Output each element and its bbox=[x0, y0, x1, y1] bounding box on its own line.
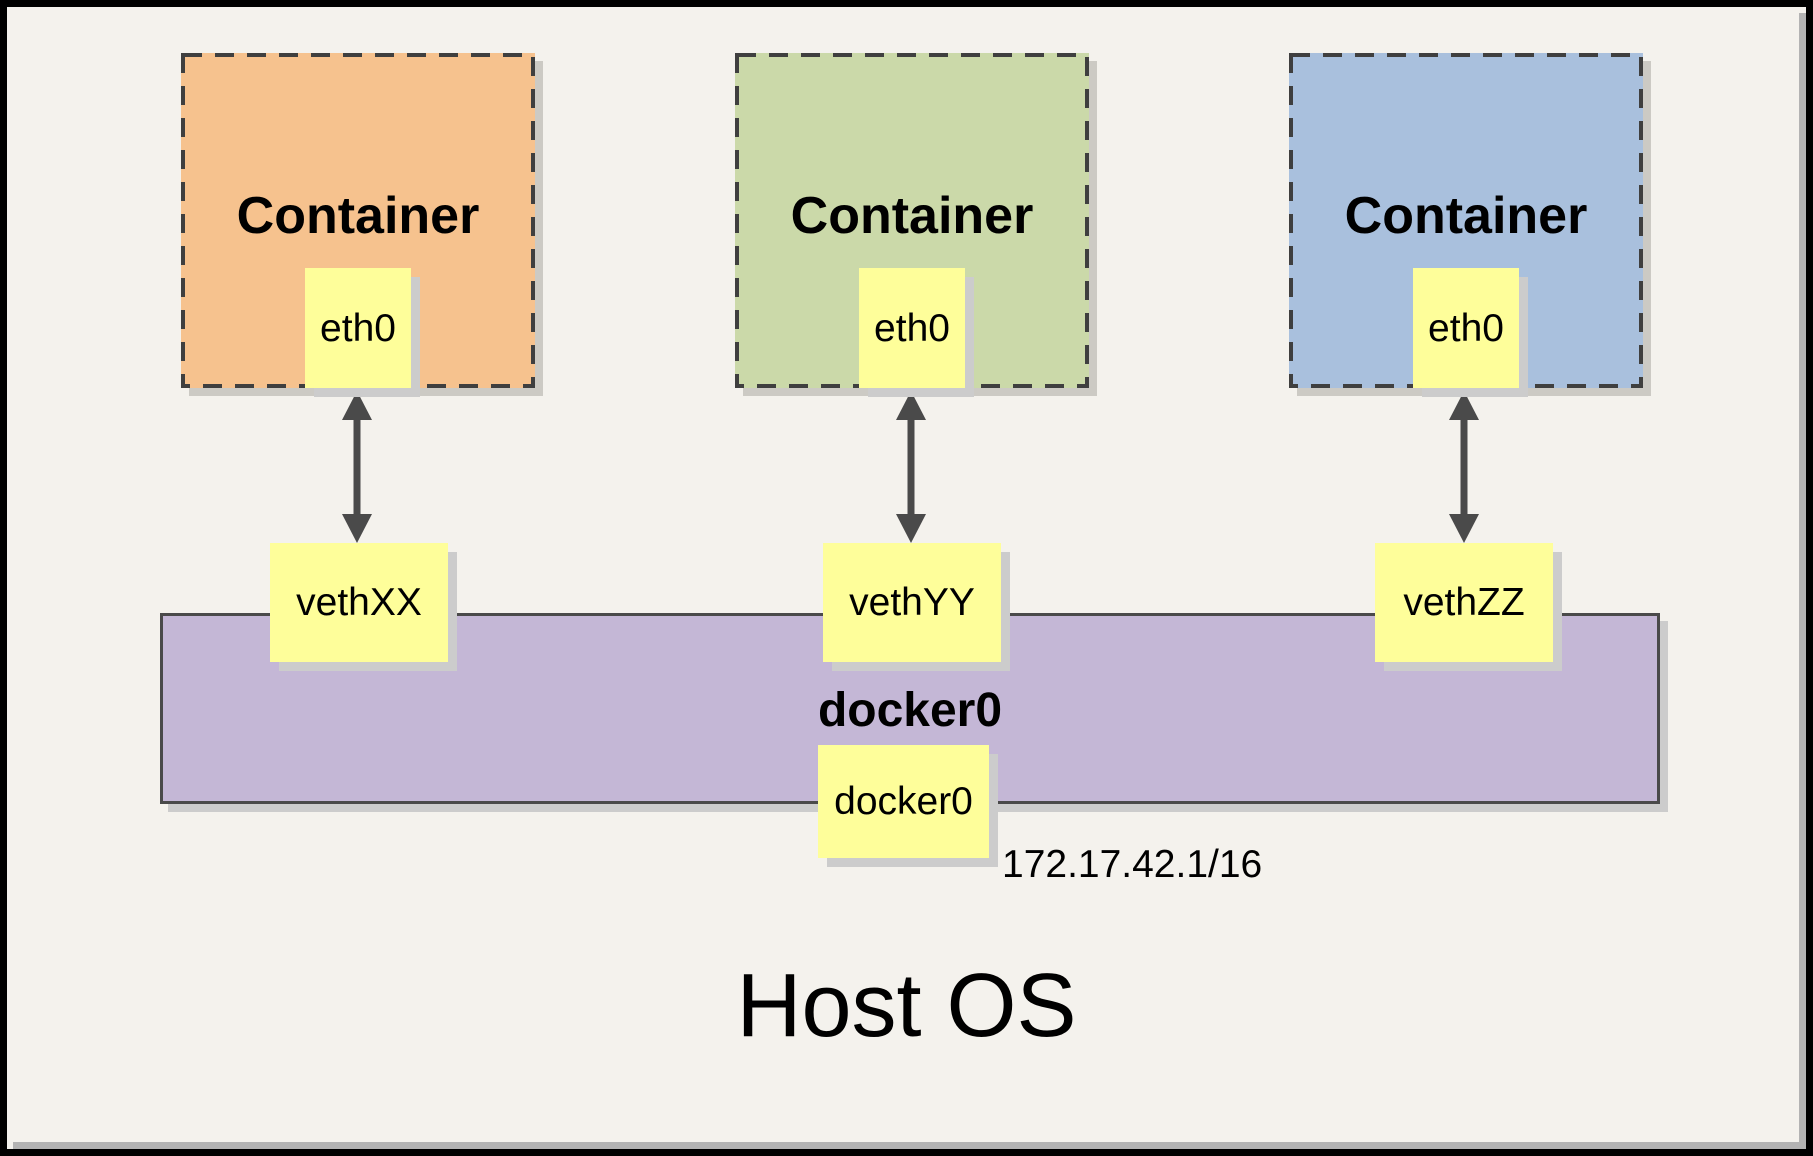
dashed-border bbox=[1289, 53, 1643, 388]
container-label: Container bbox=[1344, 187, 1588, 245]
bridge-label: docker0 bbox=[817, 684, 1003, 737]
eth0-box: eth0 bbox=[305, 268, 411, 388]
container-label: Container bbox=[790, 187, 1034, 245]
double-arrow-icon bbox=[896, 391, 926, 543]
dashed-border bbox=[181, 53, 535, 388]
docker0-box: docker0 bbox=[818, 745, 989, 858]
container-box: Container eth0 bbox=[735, 53, 1089, 388]
container-label: Container bbox=[236, 187, 480, 245]
double-arrow-icon bbox=[342, 391, 372, 543]
eth0-box: eth0 bbox=[859, 268, 965, 388]
eth0-box: eth0 bbox=[1413, 268, 1519, 388]
container-box: Container eth0 bbox=[1289, 53, 1643, 388]
veth-box: vethZZ bbox=[1375, 543, 1553, 662]
host-os-label: Host OS bbox=[736, 956, 1077, 1056]
veth-box: vethYY bbox=[823, 543, 1001, 662]
double-arrow-icon bbox=[1449, 391, 1479, 543]
dashed-border bbox=[735, 53, 1089, 388]
ip-address-label: 172.17.42.1/16 bbox=[1002, 843, 1263, 886]
page-shadow-right bbox=[1799, 13, 1806, 1149]
page-shadow-bottom bbox=[13, 1142, 1806, 1149]
veth-box: vethXX bbox=[270, 543, 448, 662]
container-box: Container eth0 bbox=[181, 53, 535, 388]
